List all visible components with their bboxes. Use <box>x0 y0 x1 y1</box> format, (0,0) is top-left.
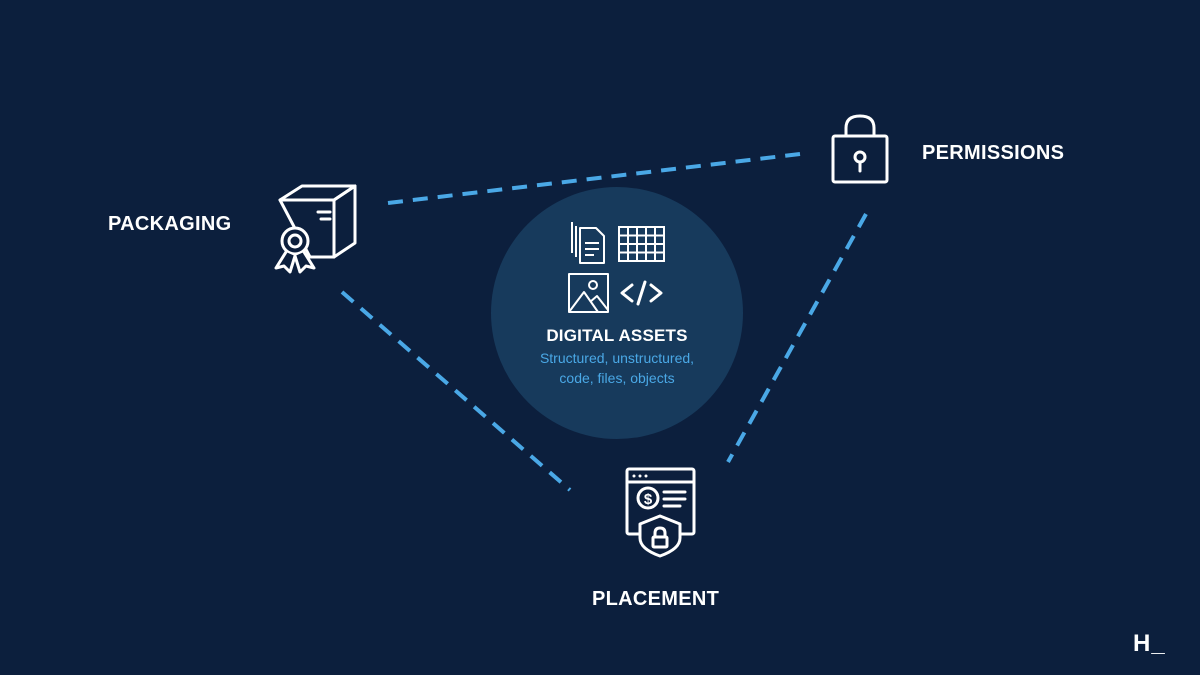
table-grid-icon <box>618 226 665 262</box>
lock-icon <box>831 114 889 184</box>
digital-assets-subtitle-line2: code, files, objects <box>559 370 675 386</box>
placement-label: PLACEMENT <box>592 588 720 610</box>
dollar-sign: $ <box>644 491 653 508</box>
image-icon <box>568 273 609 313</box>
code-icon <box>620 280 663 306</box>
connector-permissions-placement <box>726 213 868 463</box>
connector-packaging-permissions <box>387 152 801 205</box>
digital-assets-subtitle-line1: Structured, unstructured, <box>539 350 695 366</box>
brand-logo: H_ <box>1133 630 1166 657</box>
digital-assets-title: DIGITAL ASSETS <box>546 326 688 345</box>
digital-assets-circle <box>491 187 743 439</box>
secure-web-payment-icon <box>625 467 696 558</box>
packaging-label: PACKAGING <box>108 213 232 235</box>
package-certificate-icon <box>274 184 357 274</box>
connector-packaging-placement <box>340 290 572 492</box>
documents-icon <box>571 222 605 264</box>
permissions-label: PERMISSIONS <box>922 142 1065 164</box>
